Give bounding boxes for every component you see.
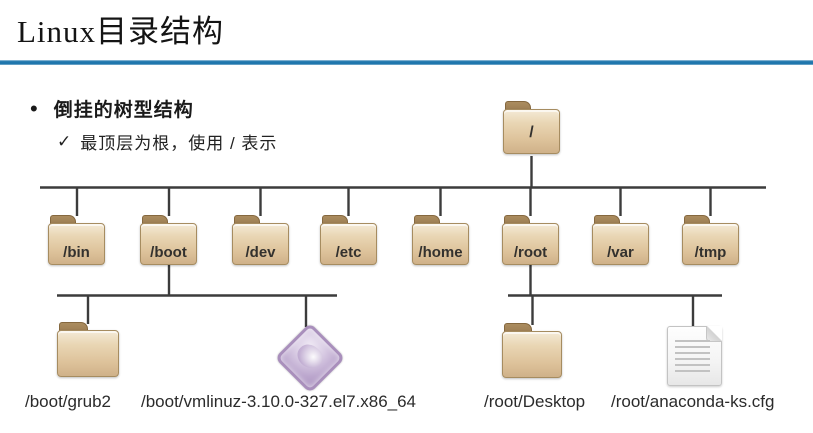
bullet-line: • 倒挂的树型结构 (30, 95, 194, 122)
folder-dev: /dev (232, 215, 289, 265)
folder-label: /tmp (694, 243, 727, 261)
check-line: ✓ 最顶层为根，使用 / 表示 (57, 129, 277, 154)
folder-home: /home (412, 215, 469, 265)
document-text-lines (675, 340, 710, 376)
folder-label: /bin (63, 243, 90, 261)
leaf-label-desktop: /root/Desktop (484, 392, 586, 411)
page-fold (706, 326, 722, 342)
folder-desktop (502, 323, 562, 378)
page-title: Linux目录结构 (17, 14, 225, 49)
leaf-label-grub2: /boot/grub2 (25, 392, 112, 411)
leaf-label-anaconda: /root/anaconda-ks.cfg (611, 392, 775, 411)
folder-root: / (503, 101, 560, 154)
folder-tmp: /tmp (682, 215, 739, 265)
folder-label: /home (418, 243, 463, 261)
folder-label: /etc (335, 243, 362, 261)
folder-grub2 (57, 322, 119, 377)
folder-label: /var (607, 243, 634, 261)
check-icon: ✓ (57, 131, 72, 151)
folder-label: / (529, 124, 534, 142)
folder-label: /dev (245, 243, 276, 261)
folder-boot: /boot (140, 215, 197, 265)
folder-bin: /bin (48, 215, 105, 265)
folder-var: /var (592, 215, 649, 265)
folder-label: /boot (150, 243, 187, 261)
folder-root-dir: /root (502, 215, 559, 265)
check-text: 最顶层为根，使用 / 表示 (80, 134, 278, 153)
bullet-marker: • (30, 95, 38, 121)
leaf-label-vmlinuz: /boot/vmlinuz-3.10.0-327.el7.x86_64 (141, 392, 417, 411)
folder-label: /root (513, 243, 548, 261)
bullet-text: 倒挂的树型结构 (53, 100, 194, 121)
folder-etc: /etc (320, 215, 377, 265)
text-file-icon (667, 326, 722, 386)
title-divider (0, 60, 813, 65)
